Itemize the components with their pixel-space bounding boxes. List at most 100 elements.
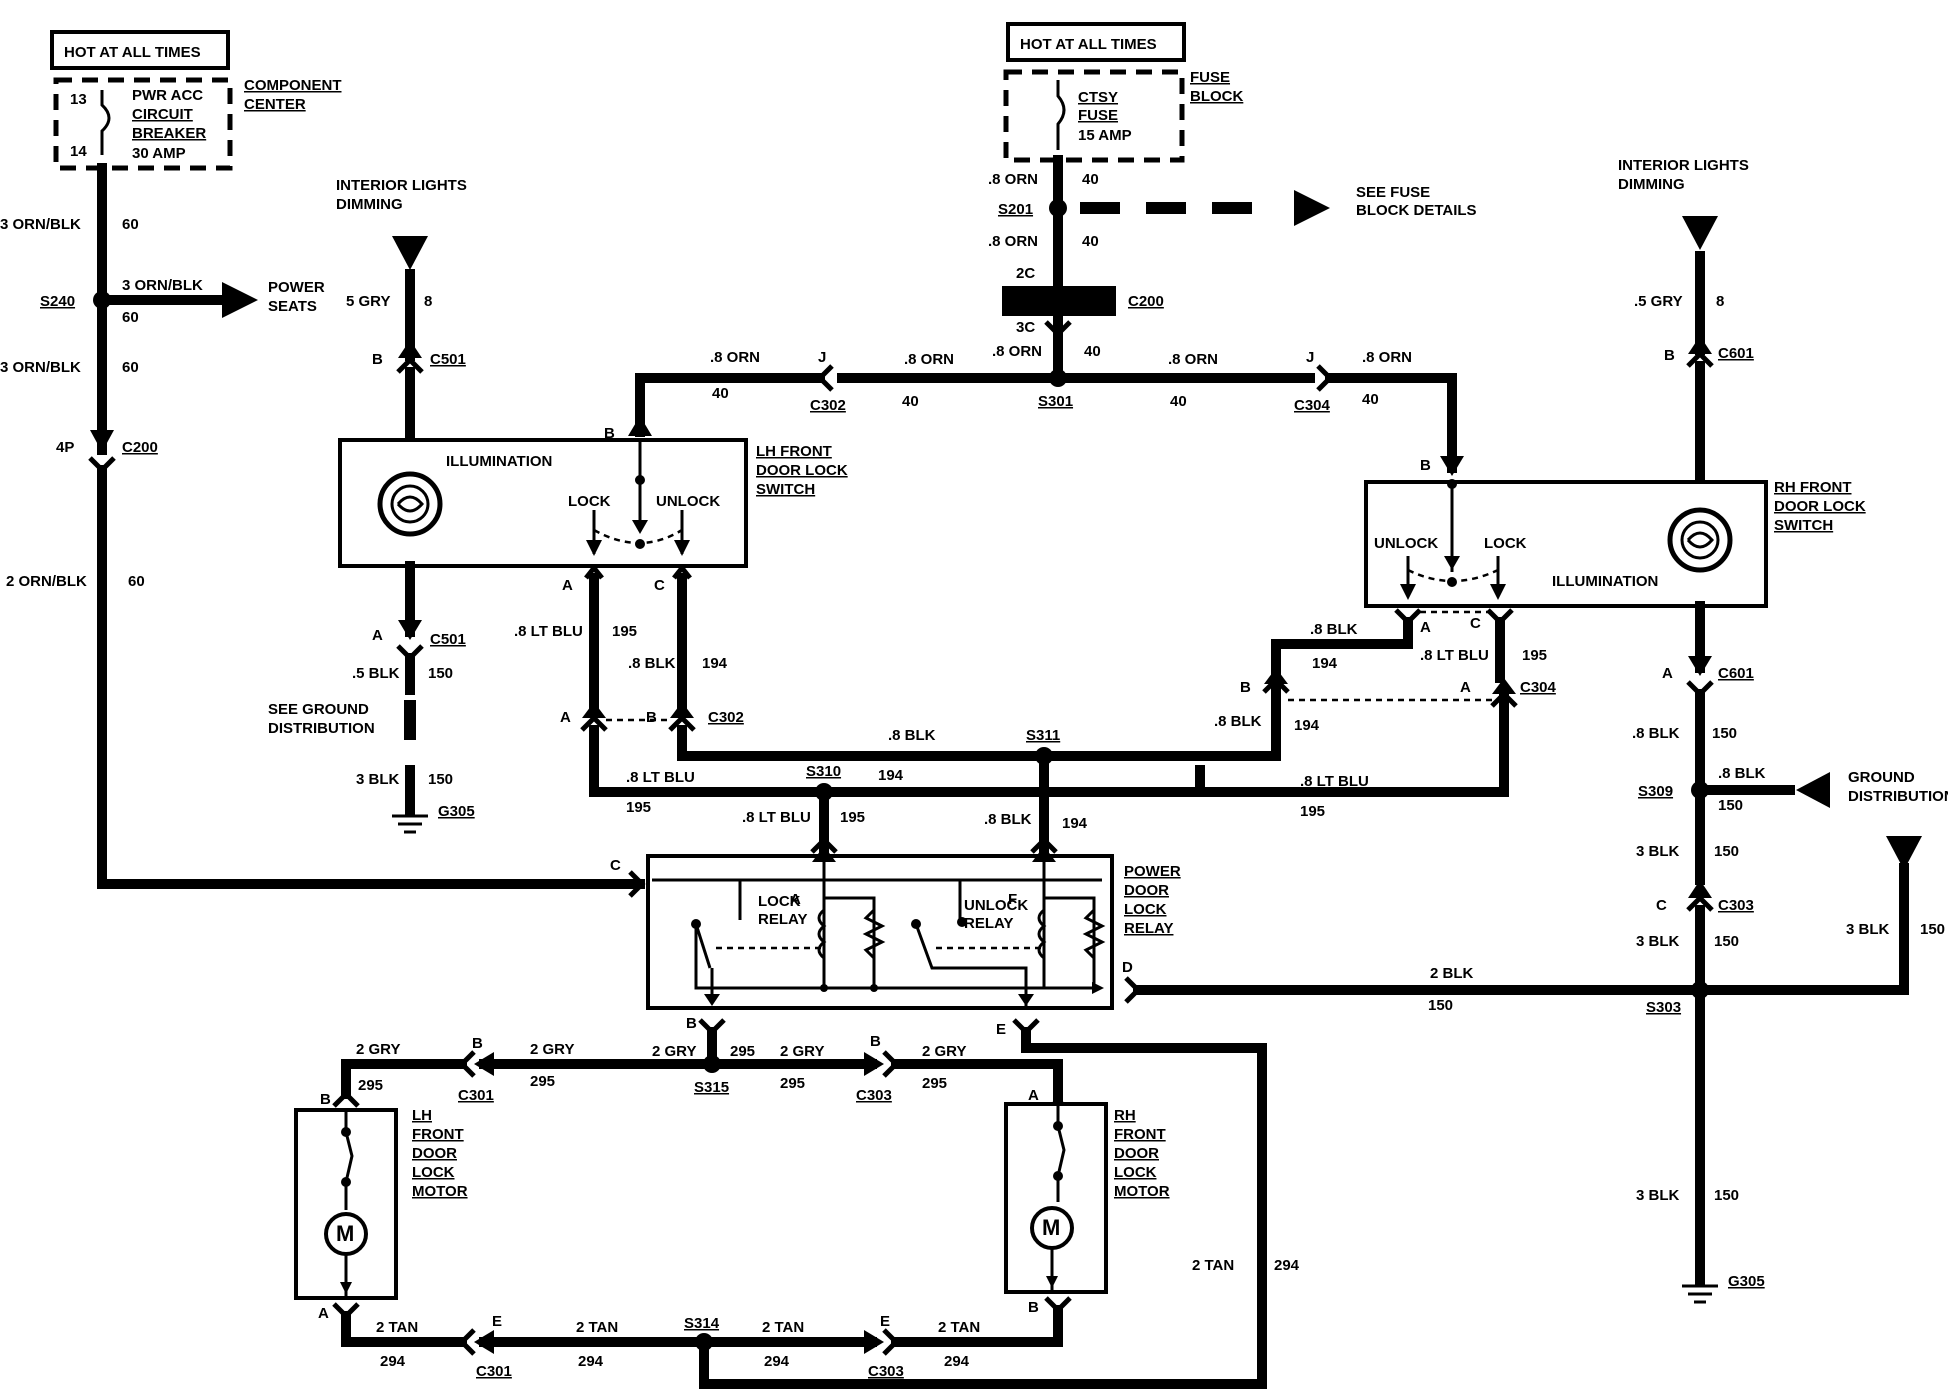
- hot-label-left: HOT AT ALL TIMES: [64, 44, 201, 61]
- pin-label: C: [1656, 897, 1667, 914]
- connector-label-c200: C200: [1128, 293, 1164, 310]
- splice-label-s309: S309: [1638, 783, 1673, 800]
- arrow-down: [1688, 656, 1712, 676]
- pin-label: 2C: [1016, 265, 1035, 282]
- hot-label-center: HOT AT ALL TIMES: [1020, 36, 1157, 53]
- wire-label: .8 BLK: [1718, 765, 1766, 782]
- circuit-number: 60: [122, 359, 139, 376]
- relay-internal-arrow: [704, 994, 720, 1006]
- connector-label-c501: C501: [430, 631, 466, 648]
- splice-label-s301: S301: [1038, 393, 1073, 410]
- unlock-label-right: UNLOCK: [1374, 535, 1438, 552]
- lock-relay-resistor: [862, 908, 886, 960]
- wire-194-bus: [677, 655, 1281, 761]
- circuit-number: 195: [1522, 647, 1547, 664]
- rh-motor-label-4: LOCK: [1114, 1164, 1157, 1181]
- pin-label: 3C: [1016, 319, 1035, 336]
- switch-arrow: [1444, 556, 1460, 570]
- relay-contact-node: [911, 919, 921, 929]
- circuit-number: 150: [428, 665, 453, 682]
- unlock-relay-label-2: RELAY: [964, 915, 1013, 932]
- power-seats-label-1: POWER: [268, 279, 325, 296]
- circuit-number: 194: [1062, 815, 1088, 832]
- wire-label: .8 ORN: [1362, 349, 1412, 366]
- illumination-label-left: ILLUMINATION: [446, 453, 552, 470]
- rh-motor-label-2: FRONT: [1114, 1126, 1166, 1143]
- switch-lock-arrow: [1490, 584, 1506, 600]
- connector-c302-pin-b: [668, 714, 696, 732]
- connector-label-c601: C601: [1718, 345, 1754, 362]
- pin-label: A: [790, 891, 801, 908]
- cb-label-4: 30 AMP: [132, 145, 186, 162]
- connector-lh-motor-pin-b: [332, 1090, 360, 1108]
- pin-label: A: [560, 709, 571, 726]
- pin-label: E: [492, 1313, 502, 1330]
- wire-label: 2 TAN: [376, 1319, 418, 1336]
- connector-c601-top: [1686, 350, 1714, 368]
- pin-label: C: [610, 857, 621, 874]
- rh-switch-label-1: RH FRONT: [1774, 479, 1852, 496]
- ground-label-g305: G305: [438, 803, 475, 820]
- arrow-right: [864, 1052, 884, 1076]
- connector-label-c301: C301: [458, 1087, 494, 1104]
- circuit-number: 60: [122, 309, 139, 326]
- arrow-up: [1492, 678, 1516, 694]
- lh-motor-label-4: LOCK: [412, 1164, 455, 1181]
- power-seats-arrow: [222, 282, 258, 318]
- rh-switch-label-2: DOOR LOCK: [1774, 498, 1866, 515]
- pin-label: A: [562, 577, 573, 594]
- power-seats-label-2: SEATS: [268, 298, 317, 315]
- interior-lights-dimming-label-left-1: INTERIOR LIGHTS: [336, 177, 467, 194]
- circuit-number: 195: [612, 623, 637, 640]
- switch-unlock-arrow: [1400, 584, 1416, 600]
- circuit-number: 295: [358, 1077, 383, 1094]
- see-fuse-label-1: SEE FUSE: [1356, 184, 1430, 201]
- pin-label: 4P: [56, 439, 74, 456]
- lamp-filament-coil: [396, 495, 424, 513]
- wire-label: 3 BLK: [1636, 843, 1680, 860]
- wire-label: 2 BLK: [1430, 965, 1474, 982]
- wire-label: 3 BLK: [356, 771, 400, 788]
- wire-label: 2 GRY: [652, 1043, 696, 1060]
- pin-label: A: [1662, 665, 1673, 682]
- lh-motor-label-1: LH: [412, 1107, 432, 1124]
- circuit-number: 294: [1274, 1257, 1300, 1274]
- rh-motor-label-5: MOTOR: [1114, 1183, 1170, 1200]
- lh-switch-label-3: SWITCH: [756, 481, 815, 498]
- circuit-number: 194: [1312, 655, 1338, 672]
- arrow-up: [582, 702, 606, 718]
- see-ground-label-2: DISTRIBUTION: [268, 720, 375, 737]
- wire-label: 2 TAN: [762, 1319, 804, 1336]
- motor-arrow: [1046, 1276, 1058, 1288]
- motor-arrow: [340, 1282, 352, 1294]
- relay-contact-node: [957, 917, 967, 927]
- motor-node: [1053, 1171, 1063, 1181]
- switch-travel-dotted: [1407, 568, 1499, 583]
- pin-label: B: [1664, 347, 1675, 364]
- pin-label: B: [1028, 1299, 1039, 1316]
- fuse-block-label-2: BLOCK: [1190, 88, 1243, 105]
- pin-label: B: [1240, 679, 1251, 696]
- pin-label: J: [1306, 349, 1314, 366]
- wire-295-to-lh-motor: [341, 1059, 467, 1099]
- wire-label: .8 BLK: [1310, 621, 1358, 638]
- wire-label: .8 LT BLU: [742, 809, 811, 826]
- wire-60-to-relay: [97, 465, 645, 889]
- circuit-number: 8: [424, 293, 432, 310]
- lh-motor-m: M: [336, 1221, 354, 1246]
- circuit-number: 295: [922, 1075, 947, 1092]
- wire-label: .5 BLK: [352, 665, 400, 682]
- lock-relay-label-1: LOCK: [758, 893, 801, 910]
- circuit-number: 40: [902, 393, 919, 410]
- connector-label-c301: C301: [476, 1363, 512, 1380]
- wire-150-to-ild: [1695, 863, 1909, 995]
- ground-distribution-label-1: GROUND: [1848, 769, 1915, 786]
- arrow-up: [1688, 880, 1712, 898]
- wire-294-relay: [699, 1027, 1267, 1389]
- rh-motor-internal: [1056, 1104, 1066, 1202]
- pin-label: B: [646, 709, 657, 726]
- pin-13: 13: [70, 91, 87, 108]
- circuit-number: 150: [1718, 797, 1743, 814]
- pin-label: B: [372, 351, 383, 368]
- wire-label: .8 LT BLU: [626, 769, 695, 786]
